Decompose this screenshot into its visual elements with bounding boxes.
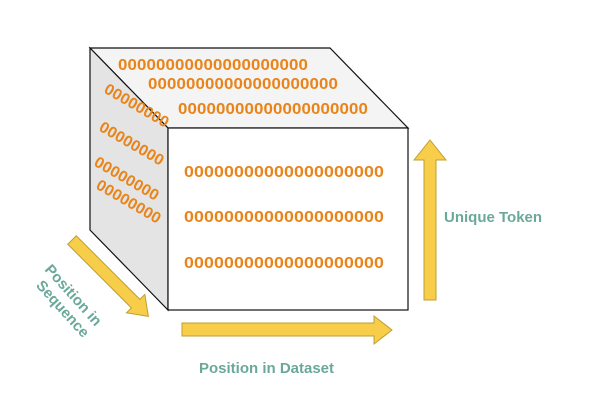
cube-front-face xyxy=(167,127,409,311)
unique-token-label: Unique Token xyxy=(444,209,542,226)
right-arrow-icon xyxy=(181,314,393,346)
up-arrow-icon xyxy=(412,139,448,301)
position-in-sequence-label: Position in Sequence xyxy=(32,261,105,341)
top-row-1: 00000000000000000000 xyxy=(118,57,308,74)
diagonal-arrow-icon xyxy=(67,235,149,317)
position-in-dataset-label: Position in Dataset xyxy=(199,360,334,377)
top-row-2: 00000000000000000000 xyxy=(148,76,338,93)
front-row-2: 00000000000000000000 xyxy=(184,209,384,226)
front-row-3: 00000000000000000000 xyxy=(184,255,384,272)
front-row-1: 00000000000000000000 xyxy=(184,164,384,181)
top-row-3: 00000000000000000000 xyxy=(178,101,368,118)
